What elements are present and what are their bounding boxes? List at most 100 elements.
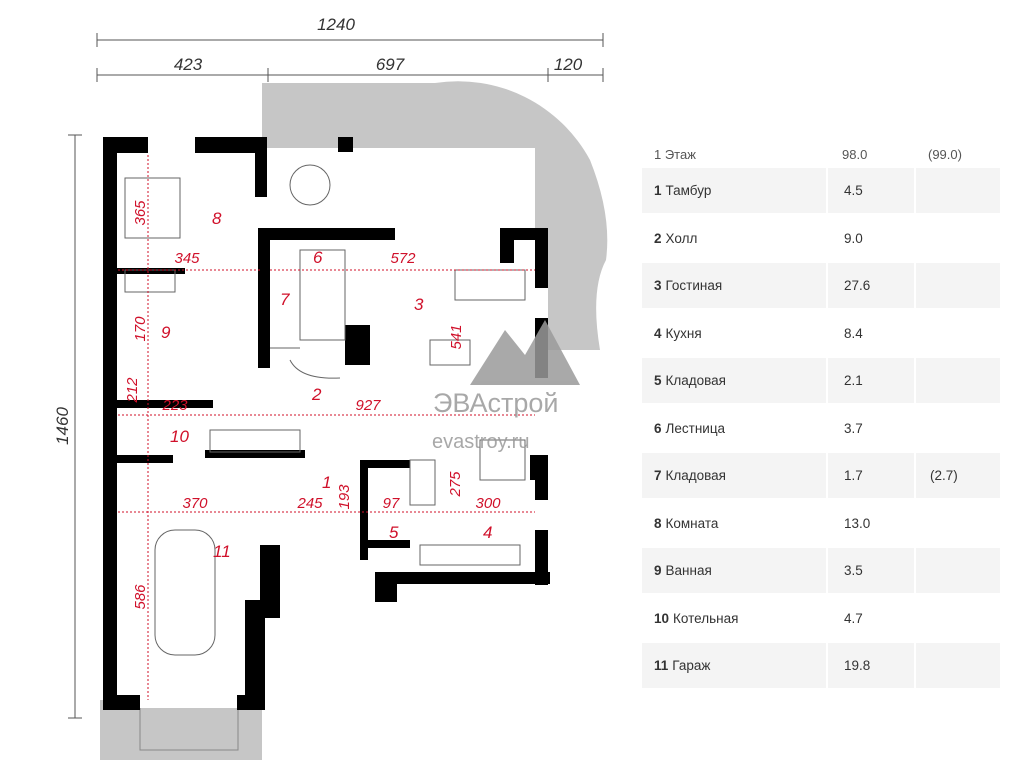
inner-dimension: 345 <box>174 250 200 267</box>
inner-dimension: 193 <box>336 484 353 510</box>
room-num: 9 <box>654 563 662 578</box>
dim-total-width: 1240 <box>317 15 355 34</box>
room-number: 11 <box>213 542 231 561</box>
room-area-alt <box>914 263 1000 308</box>
dim-segment-2: 697 <box>376 55 405 74</box>
room-area-alt <box>914 358 1000 403</box>
room-area-alt <box>914 405 1000 451</box>
room-num: 3 <box>654 278 662 293</box>
inner-dimension: 275 <box>447 471 464 498</box>
header-area-alt: (99.0) <box>928 146 962 162</box>
room-num: 6 <box>654 420 662 436</box>
inner-dimension: 223 <box>161 397 188 414</box>
inner-dimension: 365 <box>132 200 149 226</box>
room-name: Тамбур <box>665 183 712 198</box>
room-num: 5 <box>654 373 662 388</box>
room-area: 27.6 <box>826 263 914 308</box>
inner-dimension: 370 <box>182 495 208 512</box>
watermark: ЭВАстрой evastroy.ru <box>432 320 580 453</box>
room-name: Кухня <box>665 325 702 341</box>
room-name: Холл <box>665 230 698 246</box>
interior <box>115 148 535 708</box>
room-area: 3.7 <box>826 405 914 451</box>
room-number: 10 <box>170 427 189 446</box>
room-area-alt <box>914 500 1000 546</box>
room-number: 7 <box>280 290 290 309</box>
inner-dimension: 97 <box>383 495 400 512</box>
inner-dimension: 300 <box>475 495 501 512</box>
room-name: Ванная <box>665 563 712 578</box>
watermark-site: evastroy.ru <box>432 431 529 453</box>
room-name: Лестница <box>665 420 726 436</box>
room-number: 2 <box>311 385 322 404</box>
inner-dimension: 927 <box>355 397 381 414</box>
room-name: Гостиная <box>665 278 723 293</box>
fixtures <box>118 155 535 700</box>
room-area-alt <box>914 310 1000 356</box>
room-name: Котельная <box>673 610 739 626</box>
room-area-alt <box>914 168 1000 213</box>
room-num: 2 <box>654 230 662 246</box>
room-area-alt <box>914 595 1000 641</box>
room-name: Гараж <box>672 658 711 673</box>
room-num: 11 <box>654 658 669 673</box>
dim-segment-3: 120 <box>554 55 583 74</box>
room-area: 4.5 <box>826 168 914 213</box>
room-area: 3.5 <box>826 548 914 593</box>
room-area-alt <box>914 215 1000 261</box>
room-name: Кладовая <box>665 468 726 483</box>
room-num: 7 <box>654 468 662 483</box>
room-area: 2.1 <box>826 358 914 403</box>
room-num: 10 <box>654 610 670 626</box>
inner-dimension: 170 <box>132 316 149 342</box>
room-area: 19.8 <box>826 643 914 688</box>
house-logo-icon <box>470 320 580 385</box>
inner-dimension: 572 <box>390 250 416 267</box>
room-num: 8 <box>654 515 662 531</box>
room-number: 5 <box>389 523 399 542</box>
watermark-brand: ЭВАстрой <box>433 388 559 418</box>
room-area-alt <box>914 643 1000 688</box>
room-area: 1.7 <box>826 453 914 498</box>
room-number: 4 <box>483 523 492 542</box>
room-area: 8.4 <box>826 310 914 356</box>
inner-dimension: 245 <box>296 495 323 512</box>
room-name: Комната <box>665 515 719 531</box>
room-number: 9 <box>161 323 171 342</box>
room-name: Кладовая <box>665 373 726 388</box>
dim-segment-1: 423 <box>174 55 203 74</box>
header-floor: 1 Этаж <box>654 146 696 162</box>
room-num: 1 <box>654 183 662 198</box>
room-area-alt <box>914 548 1000 593</box>
room-num: 4 <box>654 325 662 341</box>
floor-plan: 1240 423 697 120 1460 1 2 3 4 5 6 7 8 9 … <box>53 15 608 760</box>
inner-dimension: 586 <box>132 584 149 610</box>
inner-dimension: 212 <box>124 377 141 404</box>
room-area: 13.0 <box>826 500 914 546</box>
room-number: 6 <box>313 248 323 267</box>
header-area: 98.0 <box>842 146 868 162</box>
